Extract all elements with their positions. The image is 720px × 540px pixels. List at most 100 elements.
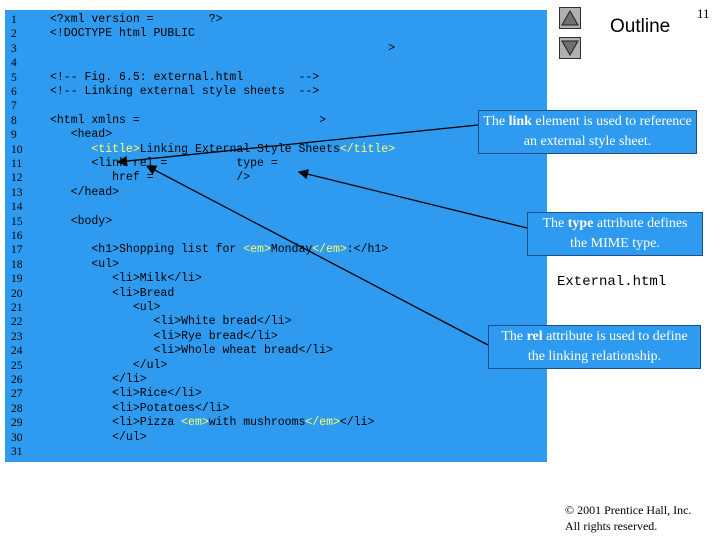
callout-keyword-rel: rel [526, 329, 543, 344]
line-number: 2 [11, 28, 17, 41]
code-tag: </em> [305, 416, 340, 430]
line-number: 22 [11, 316, 23, 329]
code-line: > [50, 42, 395, 56]
code-text: <!DOCTYPE html PUBLIC [50, 27, 195, 41]
triangle-down-icon [561, 40, 579, 57]
code-line: <li>Milk</li> [50, 272, 202, 286]
line-number: 1 [11, 14, 17, 26]
rights-text: All rights reserved. [565, 519, 658, 533]
code-text: <li> [50, 272, 140, 286]
line-number: 24 [11, 345, 23, 358]
line-number: 30 [11, 431, 23, 444]
code-line: <?xml version = ?> [50, 13, 223, 27]
code-text: </li> [298, 344, 333, 358]
code-text: <h1> [50, 243, 120, 257]
code-text: Rice [139, 387, 168, 401]
code-text: : [346, 243, 354, 257]
line-number: 15 [11, 215, 23, 228]
code-text: <ul> [50, 301, 161, 314]
line-number: 31 [11, 446, 23, 458]
code-line: <link rel = type = [50, 157, 285, 171]
code-text: type = [174, 157, 285, 170]
previous-slide-button[interactable] [559, 7, 581, 29]
code-text: </h1> [353, 243, 389, 257]
line-number: 16 [11, 230, 23, 242]
line-number: 25 [11, 359, 23, 372]
code-text: Pizza [139, 416, 182, 430]
callout-keyword-link: link [508, 114, 532, 129]
code-line: <ul> [50, 258, 119, 272]
code-text: </li> [257, 315, 292, 329]
code-listing-panel: 1 <?xml version = ?> 2 <!DOCTYPE html PUBLI… [5, 10, 547, 462]
code-line: href = /> [50, 171, 250, 185]
code-text: </li> [50, 373, 147, 386]
line-number: 14 [11, 201, 23, 214]
code-text: <ul> [50, 257, 120, 271]
code-text: ?> [160, 13, 223, 26]
next-slide-button[interactable] [559, 37, 581, 59]
code-text: <li> [50, 416, 140, 430]
code-text: </li> [243, 329, 278, 343]
code-text: > [50, 41, 396, 55]
line-number: 9 [11, 129, 17, 142]
code-text: </li> [167, 272, 202, 286]
code-text: <li> [50, 315, 182, 329]
callout-link-element: The link element is used to reference an… [478, 110, 697, 154]
code-text: <li> [50, 387, 140, 401]
outline-label[interactable]: Outline [610, 16, 671, 37]
code-text: > [146, 113, 327, 127]
code-text: White bread [181, 315, 258, 329]
code-text: Milk [139, 272, 168, 286]
code-text: with mushrooms [208, 416, 306, 430]
code-text: <link rel = [50, 157, 175, 170]
code-line: <ul> [50, 301, 161, 315]
line-number: 3 [11, 42, 17, 55]
code-text: <li> [50, 329, 182, 343]
code-text: <li> [50, 344, 182, 358]
line-number: 5 [11, 71, 17, 84]
code-line: <body> [50, 215, 112, 229]
line-number: 20 [11, 287, 23, 300]
code-line: <li>Bread [50, 287, 174, 301]
code-text: Potatoes [139, 401, 195, 415]
line-number: 18 [11, 258, 23, 271]
code-line: <li>Rice</li> [50, 387, 202, 401]
code-text: </li> [194, 401, 230, 415]
line-number: 4 [11, 57, 17, 70]
code-text: <html xmlns = [50, 113, 147, 127]
line-number: 29 [11, 417, 23, 430]
code-text: </li> [339, 416, 375, 430]
code-text: </head> [50, 185, 120, 199]
line-number: 10 [11, 143, 23, 156]
code-text: Linking External Style Sheets [139, 142, 340, 156]
line-number: 21 [11, 302, 23, 314]
code-line: </li> [50, 373, 147, 387]
code-line: <li>Rye bread</li> [50, 330, 278, 344]
code-text: </li> [167, 387, 202, 401]
code-text [50, 143, 91, 156]
code-text: <head> [50, 128, 113, 142]
copyright-text: © 2001 Prentice Hall, Inc. [565, 503, 692, 517]
code-line: </head> [50, 186, 119, 200]
code-line: <li>Whole wheat bread</li> [50, 344, 333, 358]
filename-label: External.html [557, 274, 667, 290]
code-tag: <em> [243, 243, 271, 257]
callout-type-attribute: The type attribute defines the MIME type… [527, 212, 703, 256]
code-line: <title>Linking External Style Sheets</ti… [50, 143, 395, 157]
code-text: Monday [270, 243, 313, 257]
code-line: <head> [50, 128, 112, 142]
line-number: 7 [11, 100, 17, 113]
line-number: 17 [11, 244, 23, 257]
line-number: 23 [11, 330, 23, 343]
code-tag: </em> [312, 243, 347, 257]
code-line: <!-- Linking external style sheets --> [50, 85, 319, 99]
line-number: 8 [11, 114, 17, 127]
code-text: <!-- Linking external style sheets --> [50, 85, 320, 98]
code-text: href = [50, 171, 161, 185]
code-text: /> [160, 171, 251, 185]
code-line: <h1>Shopping list for <em>Monday</em>:</… [50, 243, 388, 257]
code-line: <!DOCTYPE html PUBLIC [50, 27, 195, 41]
code-tag: <title> [91, 142, 140, 156]
code-text: <li> [50, 286, 140, 300]
code-line: </ul> [50, 431, 147, 445]
